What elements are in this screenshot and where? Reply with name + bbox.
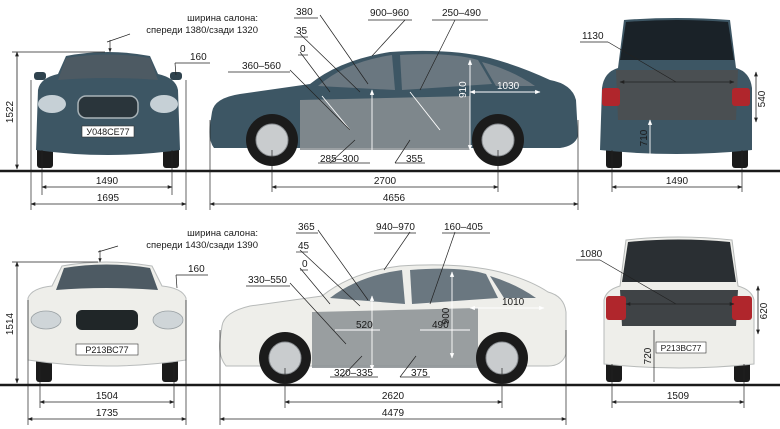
- top-seat-285: 285–300: [320, 154, 359, 165]
- bottom-sill-height-720: 720: [643, 347, 654, 364]
- top-rear-view: 1130 540 710 1490: [580, 18, 768, 192]
- top-front-view: У048СЕ77 ширина салона: спереди 1380/сза…: [5, 13, 258, 210]
- bottom-angle-45: 45: [298, 241, 310, 252]
- top-rear-head-910: 910: [458, 81, 469, 98]
- top-front-plate: У048СЕ77: [86, 127, 129, 137]
- bottom-length-label: 4479: [382, 408, 405, 419]
- bottom-seat-range-330: 330–550: [248, 275, 287, 286]
- top-sill-height-710: 710: [639, 129, 650, 146]
- top-seat-range-360: 360–560: [242, 61, 281, 72]
- bottom-front-car: Р213ВС77: [27, 261, 187, 382]
- bottom-head-940: 940–970: [376, 222, 415, 233]
- top-head-900: 900–960: [370, 8, 409, 19]
- top-seat-355: 355: [406, 154, 423, 165]
- top-rear-track-label: 1490: [666, 176, 689, 187]
- top-cabin-title: ширина салона:: [187, 13, 258, 24]
- bottom-front-track-label: 1504: [96, 391, 119, 402]
- bottom-trunk-height-620: 620: [759, 302, 770, 319]
- top-angle-380: 380: [296, 7, 313, 18]
- bottom-front-view: Р213ВС77 ширина салона: спереди 1430/сза…: [5, 228, 258, 425]
- top-front-car: У048СЕ77: [34, 52, 182, 168]
- bottom-trunk-1010: 1010: [502, 297, 525, 308]
- bottom-cabin-title: ширина салона:: [187, 228, 258, 239]
- top-front-track-label: 1490: [96, 176, 119, 187]
- top-mirror-label: 160: [190, 52, 207, 63]
- bottom-rear-track-label: 1509: [667, 391, 690, 402]
- bottom-rear-view: Р213ВС77 1080 620 720 1509: [576, 236, 770, 408]
- bottom-legroom-520: 520: [356, 320, 373, 331]
- bottom-seat-320: 320–335: [334, 368, 373, 379]
- bottom-wheelbase-label: 2620: [382, 391, 405, 402]
- top-trunk-1030: 1030: [497, 81, 520, 92]
- bottom-front-width-label: 1735: [96, 408, 119, 419]
- top-length-label: 4656: [383, 193, 406, 204]
- bottom-section: Р213ВС77 ширина салона: спереди 1430/сза…: [0, 222, 780, 425]
- top-front-width-label: 1695: [97, 193, 120, 204]
- bottom-rear-head-900: 900: [441, 307, 452, 324]
- bottom-height-label: 1514: [5, 312, 16, 335]
- bottom-rear-car: Р213ВС77: [603, 236, 755, 382]
- bottom-cabin-values: спереди 1430/сзади 1390: [146, 240, 258, 251]
- bottom-angle-0: 0: [302, 259, 308, 270]
- top-side-car: [209, 50, 578, 166]
- bottom-front-plate: Р213ВС77: [85, 345, 128, 355]
- bottom-trunk-width-1080: 1080: [580, 249, 603, 260]
- bottom-legroom-160: 160–405: [444, 222, 483, 233]
- top-legroom-250: 250–490: [442, 8, 481, 19]
- top-trunk-height-540: 540: [757, 90, 768, 107]
- top-side-view: 380 35 0 360–560 900–960 250–490 910 103…: [209, 7, 579, 210]
- top-section: У048СЕ77 ширина салона: спереди 1380/сза…: [0, 7, 780, 210]
- top-angle-35: 35: [296, 26, 308, 37]
- top-cabin-values: спереди 1380/сзади 1320: [146, 25, 258, 36]
- top-trunk-width-1130: 1130: [582, 31, 604, 42]
- bottom-seat-375: 375: [411, 368, 428, 379]
- bottom-angle-365: 365: [298, 222, 315, 233]
- bottom-mirror-label: 160: [188, 264, 205, 275]
- top-rear-car: [600, 18, 752, 168]
- bottom-side-view: 365 45 0 330–550 940–970 160–405 900 101…: [219, 222, 567, 425]
- top-height-label: 1522: [5, 100, 16, 123]
- bottom-legroom-490: 490: [432, 320, 449, 331]
- bottom-rear-plate: Р213ВС77: [661, 343, 702, 353]
- top-angle-0: 0: [300, 44, 306, 55]
- top-wheelbase-label: 2700: [374, 176, 397, 187]
